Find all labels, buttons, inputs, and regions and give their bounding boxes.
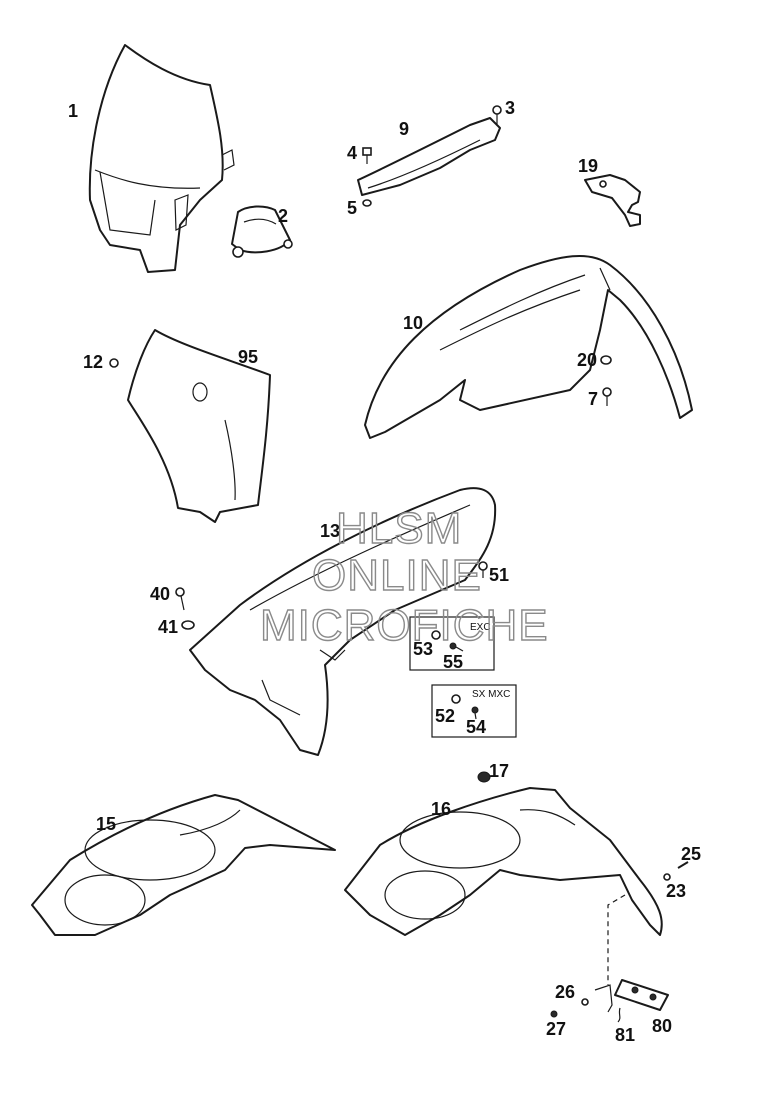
exc-kit-box: EXC 53 55: [409, 616, 495, 672]
callout-9: 9: [399, 119, 409, 139]
screw-25-hardware[interactable]: [677, 861, 689, 869]
grommet-17-hardware[interactable]: [477, 771, 491, 783]
watermark-line-2: ONLINE: [312, 551, 482, 600]
screw-51-hardware[interactable]: [478, 561, 488, 578]
washer-52-hardware[interactable]: [451, 694, 461, 704]
callout-7: 7: [588, 389, 598, 409]
callout-51: 51: [489, 565, 509, 585]
bracket-part[interactable]: [357, 117, 501, 196]
exc-label: EXC: [470, 622, 491, 633]
watermark: HLSM ONLINE MICROFICHE: [259, 503, 549, 650]
callout-95: 95: [238, 347, 258, 367]
headlight-mask-part[interactable]: [88, 44, 235, 273]
side-cover-15-part[interactable]: [31, 794, 336, 936]
callout-80: 80: [652, 1016, 672, 1036]
washer-26-hardware[interactable]: [581, 998, 589, 1006]
headlight-clamp-part[interactable]: [231, 205, 293, 258]
screw-3-hardware[interactable]: [492, 105, 502, 124]
bolt-4-hardware[interactable]: [362, 147, 372, 164]
side-cover-16-part[interactable]: [344, 787, 663, 936]
callout-2: 2: [278, 206, 288, 226]
nut-20-hardware[interactable]: [600, 355, 612, 365]
nut-27-hardware[interactable]: [550, 1010, 558, 1018]
callout-4: 4: [347, 143, 357, 163]
callout-20: 20: [577, 350, 597, 370]
callout-23: 23: [666, 881, 686, 901]
callout-15: 15: [96, 814, 116, 834]
small-bracket-part[interactable]: [584, 174, 641, 227]
callout-55: 55: [443, 652, 463, 672]
callout-1: 1: [68, 101, 78, 121]
callout-26: 26: [555, 982, 575, 1002]
license-plate-part[interactable]: [614, 979, 669, 1011]
front-fender-part[interactable]: [364, 254, 693, 439]
callout-25: 25: [681, 844, 701, 864]
callout-53: 53: [413, 639, 433, 659]
callout-52: 52: [435, 706, 455, 726]
bolt-40-hardware[interactable]: [175, 587, 185, 611]
callout-27: 27: [546, 1019, 566, 1039]
washer-53-hardware[interactable]: [431, 630, 441, 640]
callout-41: 41: [158, 617, 178, 637]
rear-fender-part[interactable]: [189, 487, 497, 756]
watermark-line-1: HLSM: [336, 504, 462, 553]
screw-55-hardware[interactable]: [449, 642, 464, 652]
callout-12: 12: [83, 352, 103, 372]
number-plate-part[interactable]: [127, 329, 271, 523]
washer-41-hardware[interactable]: [181, 620, 195, 630]
callout-81: 81: [615, 1025, 635, 1045]
screw-7-hardware[interactable]: [602, 387, 612, 406]
callout-17: 17: [489, 761, 509, 781]
callout-5: 5: [347, 198, 357, 218]
watermark-line-3: MICROFICHE: [260, 601, 549, 650]
sx-mxc-kit-box: SX MXC 52 54: [431, 684, 517, 738]
nut-5-hardware[interactable]: [362, 199, 372, 207]
callout-54: 54: [466, 717, 486, 737]
callout-40: 40: [150, 584, 170, 604]
sx-mxc-label: SX MXC: [472, 689, 510, 700]
callout-3: 3: [505, 98, 515, 118]
screw-54-hardware[interactable]: [471, 706, 479, 720]
callout-13: 13: [320, 521, 340, 541]
callout-16: 16: [431, 799, 451, 819]
assembly-guide-line: [607, 894, 626, 985]
nut-23-hardware[interactable]: [663, 873, 671, 881]
screw-12-hardware[interactable]: [109, 358, 119, 368]
callout-10: 10: [403, 313, 423, 333]
bracket-81-part[interactable]: [594, 984, 621, 1023]
callout-19: 19: [578, 156, 598, 176]
